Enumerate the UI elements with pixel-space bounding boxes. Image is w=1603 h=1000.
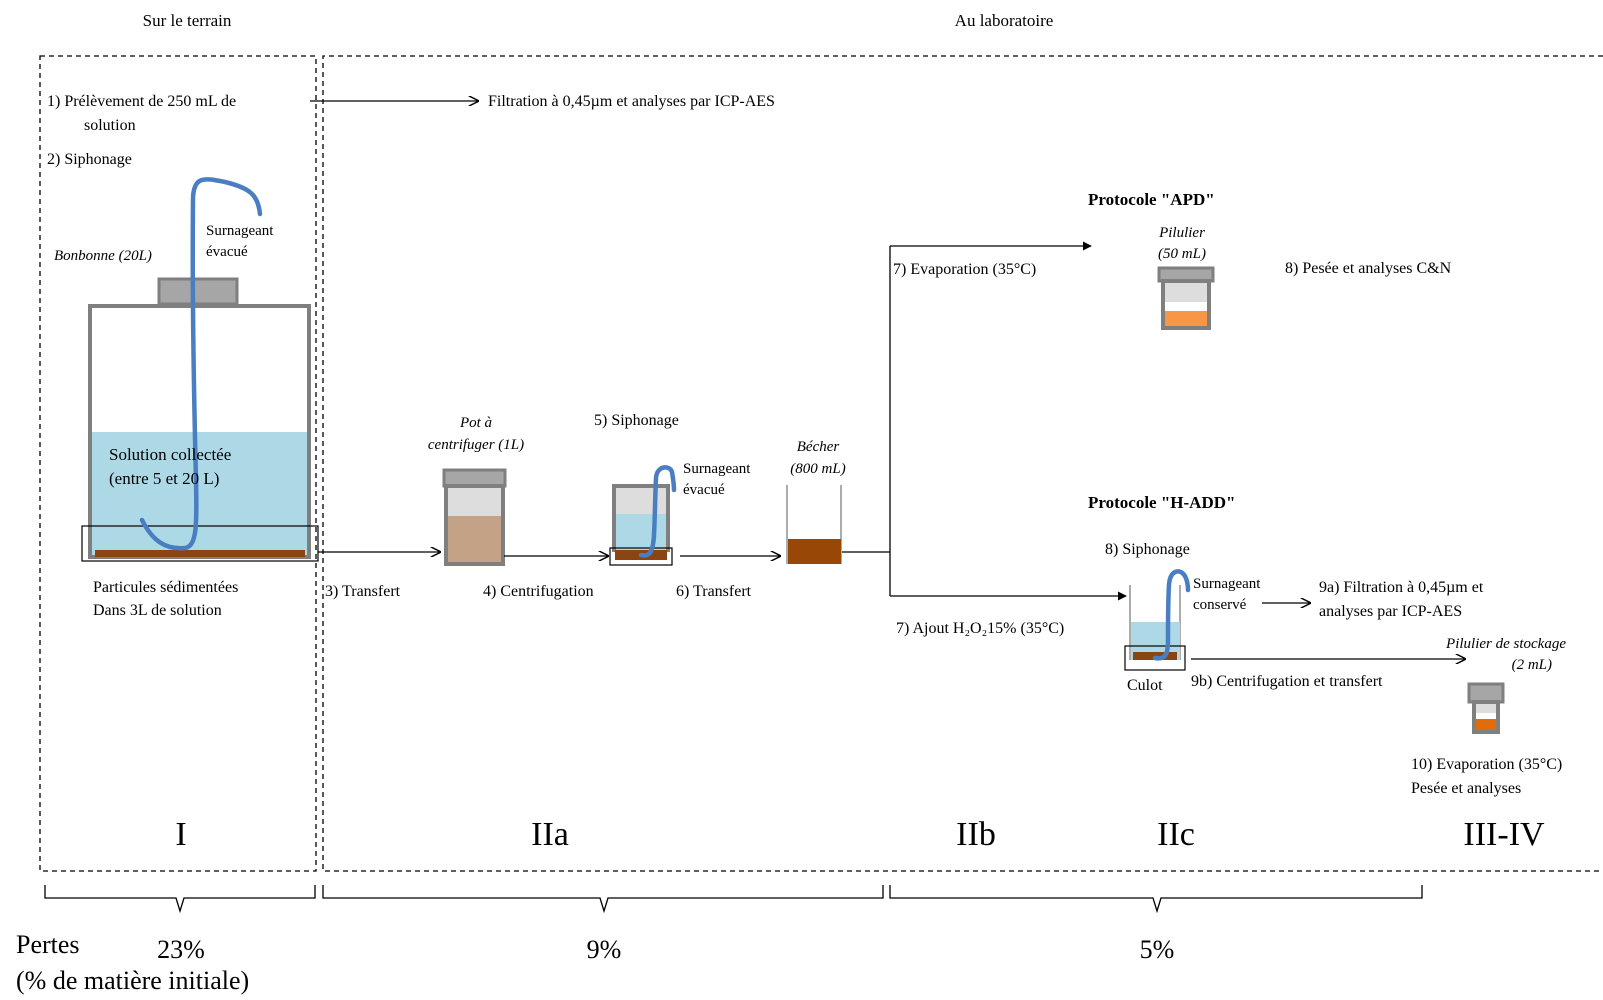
step1-text-line1: 1) Prélèvement de 250 mL de: [47, 93, 236, 110]
culot-box: [1124, 645, 1186, 671]
pot-headspace: [447, 487, 502, 516]
loss-value-i: 23%: [157, 935, 205, 964]
stage-label-i: I: [175, 816, 186, 853]
apd-step8: 8) Pesée et analyses C&N: [1285, 260, 1452, 277]
bonbonne-cap: [157, 277, 239, 306]
pot-body: [444, 484, 505, 566]
hadd-title: Protocole "H-ADD": [1088, 493, 1235, 512]
hadd-siphon-icon: [1152, 569, 1191, 661]
brace-iia: [322, 885, 884, 914]
stockage-body: [1472, 700, 1500, 734]
stage-label-iib: IIb: [956, 816, 996, 853]
stockage-cap: [1467, 682, 1505, 704]
hadd-step9a-line2: analyses par ICP-AES: [1319, 603, 1462, 620]
tube-bottom-box: [609, 547, 673, 566]
losses-label-line1: Pertes: [16, 930, 80, 959]
step6-text: 6) Transfert: [676, 583, 752, 600]
apd-pilulier-line2: (50 mL): [1158, 246, 1206, 262]
particules-label-line1: Particules sédimentées: [93, 579, 238, 596]
tube-headspace: [616, 488, 666, 514]
surnageant-label-line1: Surnageant: [206, 223, 274, 239]
step3-text: 3) Transfert: [325, 583, 401, 600]
brace-i: [44, 885, 316, 914]
solution-label-line1: Solution collectée: [109, 445, 231, 464]
siphon-tube-small-icon: [638, 465, 677, 558]
header-lab: Au laboratoire: [955, 11, 1054, 30]
step2-text: 2) Siphonage: [47, 151, 132, 168]
tube-solution: [616, 514, 666, 550]
hadd-step10-line2: Pesée et analyses: [1411, 780, 1521, 797]
culot-label: Culot: [1127, 677, 1163, 694]
apd-pilulier-line1: Pilulier: [1158, 225, 1205, 241]
stage-label-iic: IIc: [1157, 816, 1195, 853]
loss-value-iia: 9%: [587, 935, 622, 964]
stage-label-iii-iv: III-IV: [1463, 816, 1545, 853]
bonbonne-bottom-box: [81, 525, 319, 562]
bonbonne-sediment: [95, 550, 305, 557]
siphon-tube-icon: [139, 177, 263, 551]
apd-title: Protocole "APD": [1088, 190, 1215, 209]
bonbonne-solution: [92, 432, 307, 556]
hadd-step7: 7) Ajout H₂O₂15% (35°C): [896, 620, 1064, 637]
loss-value-iibc: 5%: [1140, 935, 1175, 964]
apd-pilulier-sample: [1164, 311, 1208, 327]
header-field: Sur le terrain: [143, 11, 232, 30]
stockage-label-line1: Pilulier de stockage: [1445, 636, 1566, 652]
pot-label-line1: Pot à: [459, 415, 492, 431]
lab-frame: [322, 55, 1603, 872]
hadd-surnageant-line2: conservé: [1193, 597, 1247, 613]
surnageant-label-line2: évacué: [206, 244, 248, 260]
stockage-sample: [1475, 719, 1497, 731]
hadd-step9a-line1: 9a) Filtration à 0,45µm et: [1319, 579, 1484, 596]
surnageant2-line1: Surnageant: [683, 461, 751, 477]
solution-label-line2: (entre 5 et 20 L): [109, 469, 219, 488]
bonbonne-label: Bonbonne (20L): [54, 248, 152, 264]
pot-label-line2: centrifuger (1L): [428, 437, 524, 453]
step4-text: 4) Centrifugation: [483, 583, 594, 600]
becher-label-line1: Bécher: [797, 439, 840, 455]
stage-label-iia: IIa: [531, 816, 569, 853]
apd-pilulier-body: [1161, 279, 1211, 330]
step1-text-line2: solution: [84, 117, 136, 134]
apd-step7: 7) Evaporation (35°C): [893, 261, 1036, 278]
filtration-text: Filtration à 0,45µm et analyses par ICP-…: [488, 93, 775, 110]
surnageant2-line2: évacué: [683, 482, 725, 498]
hadd-step8: 8) Siphonage: [1105, 541, 1190, 558]
brace-iibc: [889, 885, 1423, 914]
stockage-headspace: [1475, 703, 1497, 713]
field-frame: [39, 55, 317, 872]
particules-label-line2: Dans 3L de solution: [93, 602, 222, 619]
pot-cap: [442, 468, 507, 488]
hadd-step10-line1: 10) Evaporation (35°C): [1411, 756, 1562, 773]
hadd-step9b: 9b) Centrifugation et transfert: [1191, 673, 1383, 690]
hadd-surnageant-line1: Surnageant: [1193, 576, 1261, 592]
becher-sediment: [788, 539, 841, 564]
step5-text: 5) Siphonage: [594, 412, 679, 429]
losses-label-line2: (% de matière initiale): [16, 966, 249, 995]
stockage-label-line2: (2 mL): [1512, 657, 1552, 673]
becher-label-line2: (800 mL): [790, 461, 845, 477]
apd-pilulier-headspace: [1164, 282, 1208, 302]
pot-mixture: [447, 516, 502, 563]
